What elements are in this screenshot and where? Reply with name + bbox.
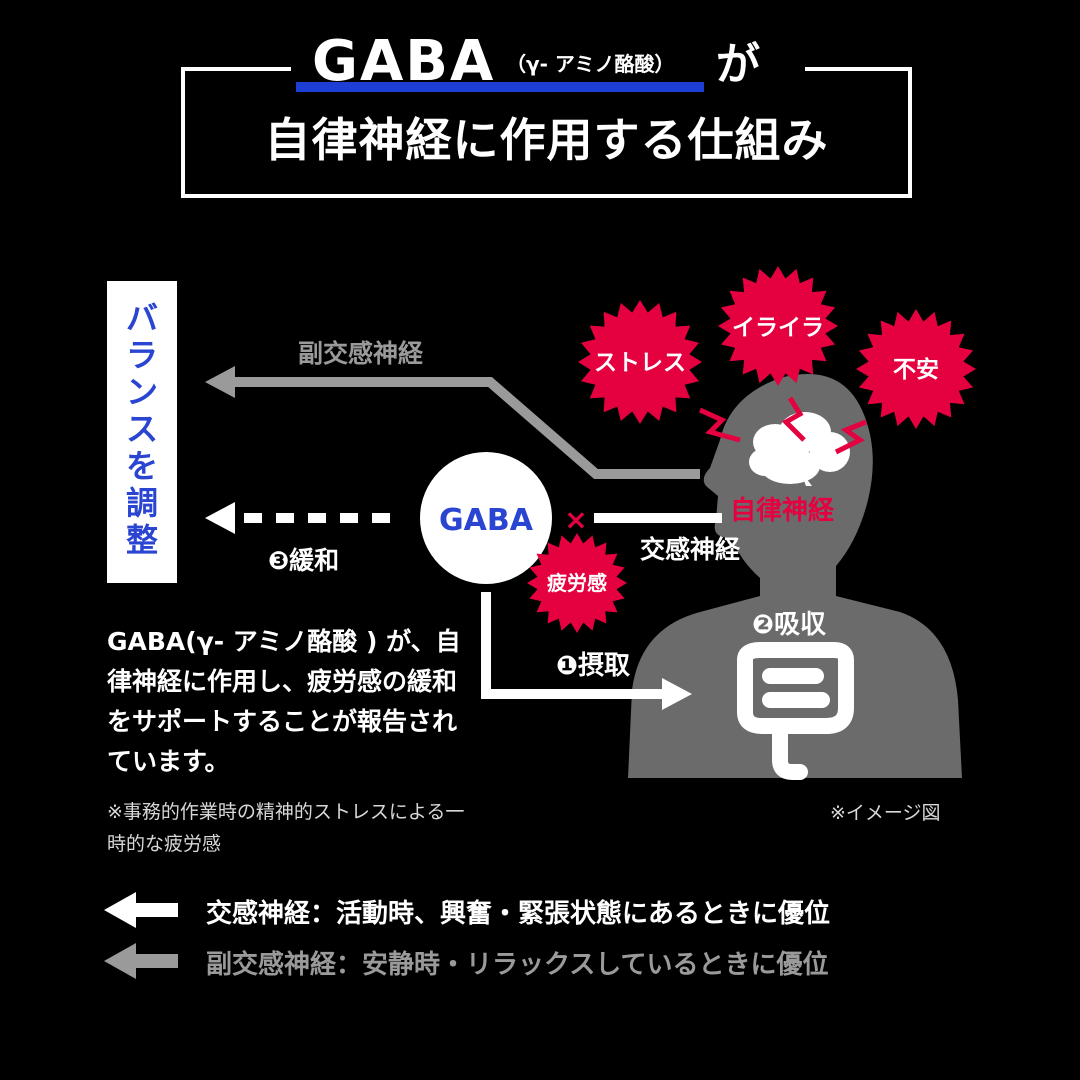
- title-frame-top-left: [181, 67, 291, 71]
- intake-arrow: [481, 592, 692, 710]
- autonomic-label: 自律神経: [730, 496, 835, 526]
- sympathetic-label: 交感神経: [640, 535, 741, 564]
- intake-label: ❶摂取: [556, 651, 631, 681]
- legend-arrow-white: [104, 892, 178, 928]
- anxiety-label: 不安: [893, 356, 939, 383]
- gaba-circle-label: GABA: [439, 503, 534, 538]
- title-frame: [181, 67, 912, 198]
- fatigue-burst: 疲労感: [527, 533, 627, 633]
- stress-label: ストレス: [594, 350, 686, 376]
- image-note: ※イメージ図: [830, 802, 941, 824]
- relief-arrow: [205, 502, 390, 534]
- balance-label: バランスを調整: [125, 299, 158, 559]
- human-silhouette: [628, 374, 962, 778]
- title-gaba: GABA: [312, 29, 496, 94]
- page-title: 自律神経に作用する仕組み: [264, 113, 829, 167]
- brain-icon: [749, 412, 850, 486]
- legend-sympathetic: 交感神経：活動時、興奮・緊張状態にあるときに優位: [206, 899, 831, 929]
- description-text: GABA(γ- アミノ酪酸 ) が、自律神経に作用し、疲労感の緩和をサポートする…: [107, 627, 461, 776]
- parasympathetic-arrow: [205, 366, 700, 479]
- footnote-text: ※事務的作業時の精神的ストレスによる一時的な疲労感: [107, 801, 465, 855]
- title-particle: が: [716, 39, 760, 90]
- gaba-circle: [420, 452, 552, 584]
- absorb-label: ❷吸収: [752, 610, 827, 640]
- stress-burst: ストレス: [578, 300, 702, 424]
- relief-label: ❸緩和: [268, 546, 340, 575]
- intestine-icon: [737, 642, 854, 780]
- title-frame-top-right: [805, 67, 912, 71]
- irritation-burst: イライラ: [718, 266, 838, 386]
- legend-arrow-gray: [104, 943, 178, 979]
- block-x-mark: ×: [564, 503, 587, 536]
- lightning-icons: [698, 396, 867, 455]
- title-underline: [296, 82, 704, 92]
- parasympathetic-label: 副交感神経: [298, 339, 424, 368]
- fatigue-label: 疲労感: [547, 571, 607, 595]
- balance-box: [107, 281, 177, 583]
- anxiety-burst: 不安: [856, 309, 976, 429]
- title-subtitle: （γ- アミノ酪酸）: [506, 52, 675, 76]
- legend-parasympathetic: 副交感神経：安静時・リラックスしているときに優位: [206, 950, 829, 980]
- irritation-label: イライラ: [732, 315, 824, 341]
